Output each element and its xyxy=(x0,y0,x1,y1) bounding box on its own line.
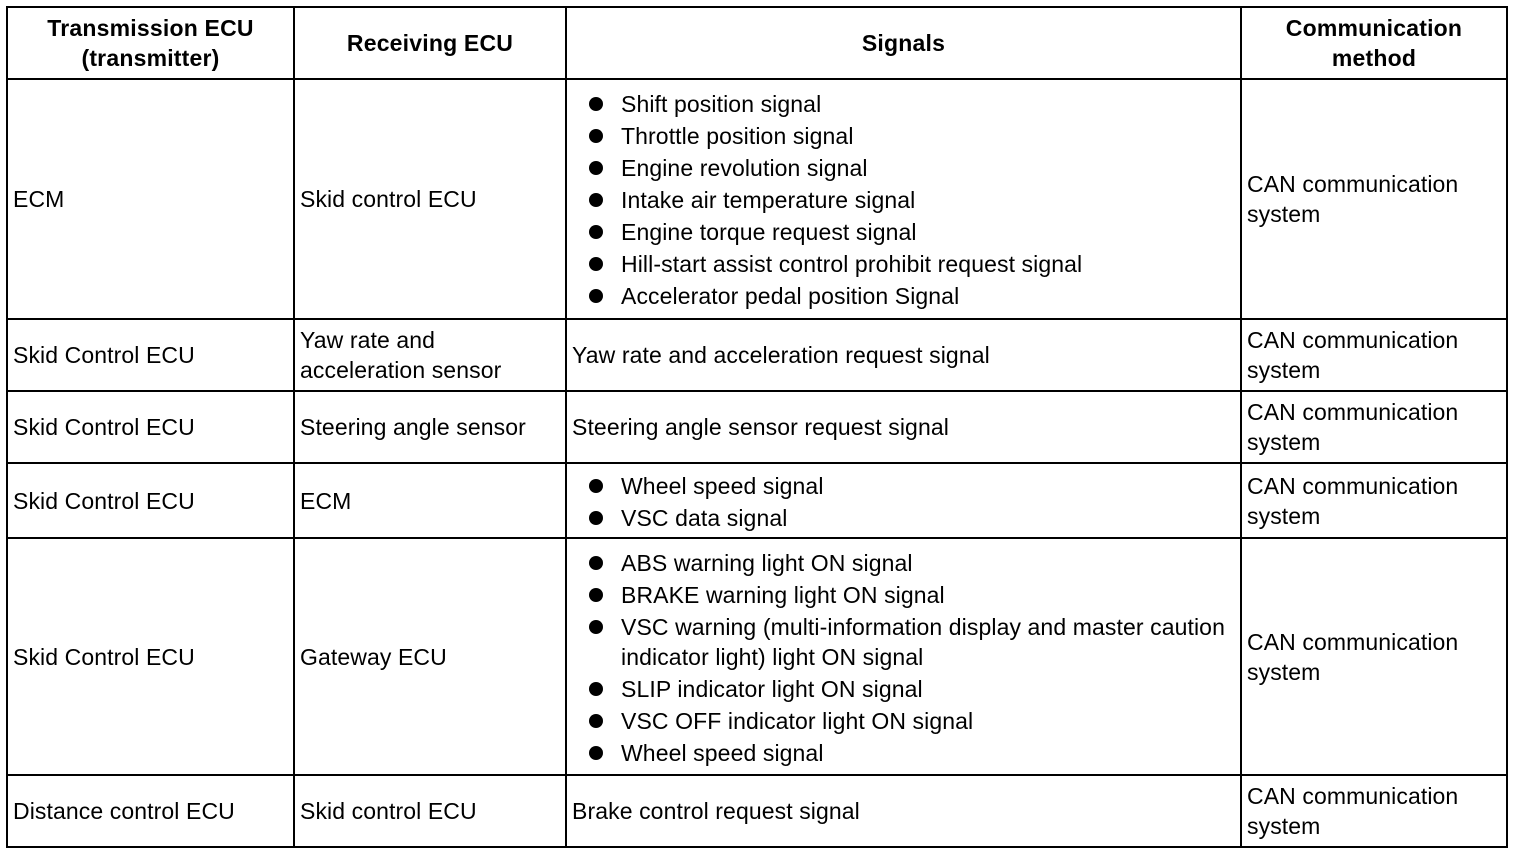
signals-cell: Yaw rate and acceleration request signal xyxy=(565,318,1242,392)
header-transmitter-line-2: (transmitter) xyxy=(81,45,220,71)
bullet-icon xyxy=(589,510,603,525)
signal-text: Hill-start assist control prohibit reque… xyxy=(621,251,1083,277)
bullet-icon xyxy=(589,193,603,207)
table-row: Skid Control ECU Yaw rate and accelerati… xyxy=(6,318,1508,392)
receiver-cell: ECM xyxy=(293,462,567,539)
bullet-icon xyxy=(589,478,603,493)
signal-text: VSC data signal xyxy=(621,504,788,531)
signal-item: Shift position signal xyxy=(589,88,1234,120)
header-signals-line-1: Signals xyxy=(861,30,946,56)
method-cell: CAN communication system xyxy=(1240,537,1508,776)
signals-cell: Shift position signal Throttle position … xyxy=(565,78,1242,320)
table-row: Distance control ECU Skid control ECU Br… xyxy=(6,774,1508,848)
signal-item: Engine revolution signal xyxy=(589,152,1234,184)
signal-text: Wheel speed signal xyxy=(621,472,824,499)
table-row: Skid Control ECU Steering angle sensor S… xyxy=(6,390,1508,464)
bullet-icon xyxy=(589,129,603,143)
transmitter-cell: Skid Control ECU xyxy=(6,537,295,776)
signal-item: ABS warning light ON signal xyxy=(589,547,1234,579)
header-transmitter-line-1: Transmission ECU xyxy=(47,15,254,41)
table-row: Skid Control ECU ECM Wheel speed signal … xyxy=(6,462,1508,539)
bullet-icon xyxy=(589,587,603,602)
signals-cell: ABS warning light ON signal BRAKE warnin… xyxy=(565,537,1242,776)
communication-table-container: Transmission ECU (transmitter) Receiving… xyxy=(6,6,1508,848)
bullet-icon xyxy=(589,289,603,303)
bullet-icon xyxy=(589,257,603,271)
signal-item: VSC data signal xyxy=(589,502,1234,534)
signal-item: Engine torque request signal xyxy=(589,216,1234,248)
method-cell: CAN communication system xyxy=(1240,462,1508,539)
signal-text: ABS warning light ON signal xyxy=(621,549,913,576)
bullet-icon xyxy=(589,619,603,634)
method-cell: CAN communication system xyxy=(1240,318,1508,392)
signal-text: VSC OFF indicator light ON signal xyxy=(621,707,974,734)
signal-text: Engine torque request signal xyxy=(621,219,917,245)
signal-item: Wheel speed signal xyxy=(589,737,1234,769)
bullet-icon xyxy=(589,97,603,111)
receiver-cell: Gateway ECU xyxy=(293,537,567,776)
transmitter-cell: ECM xyxy=(6,78,295,320)
signal-text: BRAKE warning light ON signal xyxy=(621,581,945,608)
signal-item: BRAKE warning light ON signal xyxy=(589,579,1234,611)
signal-item: Throttle position signal xyxy=(589,120,1234,152)
signal-text: Throttle position signal xyxy=(621,123,854,149)
signal-item: VSC warning (multi-information display a… xyxy=(589,611,1234,673)
signal-item: Hill-start assist control prohibit reque… xyxy=(589,248,1234,280)
signal-text: Engine revolution signal xyxy=(621,155,868,181)
header-method: Communication method xyxy=(1240,6,1508,80)
receiver-cell: Steering angle sensor xyxy=(293,390,567,464)
bullet-icon xyxy=(589,555,603,570)
transmitter-cell: Skid Control ECU xyxy=(6,390,295,464)
bullet-icon xyxy=(589,681,603,696)
transmitter-cell: Skid Control ECU xyxy=(6,318,295,392)
header-method-line-1: Communication xyxy=(1285,15,1463,41)
signal-text: VSC warning (multi-information display a… xyxy=(621,613,1225,670)
communication-table: Transmission ECU (transmitter) Receiving… xyxy=(6,6,1508,848)
method-cell: CAN communication system xyxy=(1240,390,1508,464)
table-row: Skid Control ECU Gateway ECU ABS warning… xyxy=(6,537,1508,776)
receiver-cell: Skid control ECU xyxy=(293,78,567,320)
signal-text: Shift position signal xyxy=(621,91,822,117)
receiver-cell: Skid control ECU xyxy=(293,774,567,848)
signal-item: VSC OFF indicator light ON signal xyxy=(589,705,1234,737)
table-header-row: Transmission ECU (transmitter) Receiving… xyxy=(6,6,1508,80)
method-cell: CAN communication system xyxy=(1240,774,1508,848)
bullet-icon xyxy=(589,161,603,175)
table-row: ECM Skid control ECU Shift position sign… xyxy=(6,78,1508,320)
signal-item: Accelerator pedal position Signal xyxy=(589,280,1234,312)
header-receiver: Receiving ECU xyxy=(293,6,567,80)
bullet-icon xyxy=(589,745,603,760)
signals-cell: Brake control request signal xyxy=(565,774,1242,848)
header-transmitter: Transmission ECU (transmitter) xyxy=(6,6,295,80)
bullet-icon xyxy=(589,713,603,728)
signal-item: SLIP indicator light ON signal xyxy=(589,673,1234,705)
signals-cell: Wheel speed signal VSC data signal xyxy=(565,462,1242,539)
signal-text: Wheel speed signal xyxy=(621,739,824,766)
signal-item: Intake air temperature signal xyxy=(589,184,1234,216)
signal-item: Wheel speed signal xyxy=(589,470,1234,502)
signal-text: Intake air temperature signal xyxy=(621,187,916,213)
header-signals: Signals xyxy=(565,6,1242,80)
signal-text: Accelerator pedal position Signal xyxy=(621,283,960,309)
method-cell: CAN communication system xyxy=(1240,78,1508,320)
bullet-icon xyxy=(589,225,603,239)
signals-cell: Steering angle sensor request signal xyxy=(565,390,1242,464)
header-receiver-line-1: Receiving ECU xyxy=(346,30,514,56)
signal-text: SLIP indicator light ON signal xyxy=(621,675,923,702)
receiver-cell: Yaw rate and acceleration sensor xyxy=(293,318,567,392)
transmitter-cell: Skid Control ECU xyxy=(6,462,295,539)
header-method-line-2: method xyxy=(1331,45,1417,71)
transmitter-cell: Distance control ECU xyxy=(6,774,295,848)
